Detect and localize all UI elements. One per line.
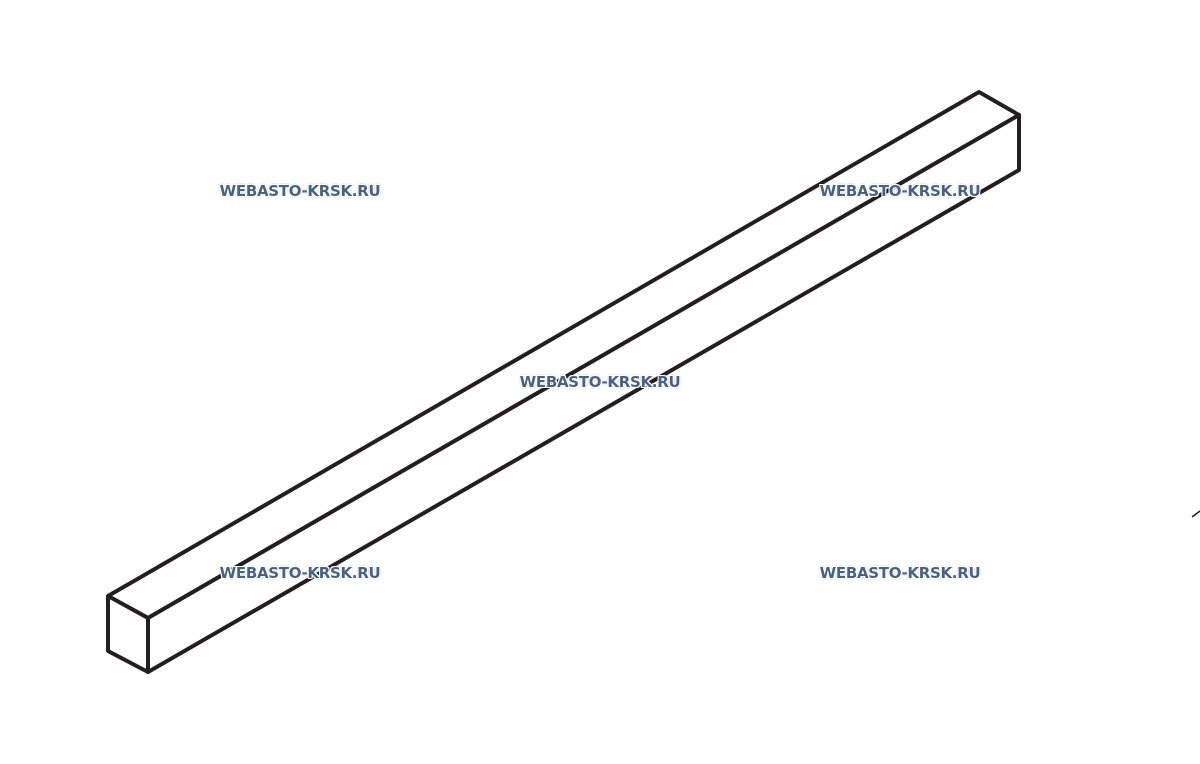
edge-fragment-mark [1191, 510, 1200, 518]
watermark-text: WEBASTO-KRSK.RU [819, 182, 981, 200]
watermark-text: WEBASTO-KRSK.RU [819, 564, 981, 582]
watermark-text: WEBASTO-KRSK.RU [519, 373, 681, 391]
watermark-text: WEBASTO-KRSK.RU [219, 182, 381, 200]
bar-top-face [106, 90, 1021, 620]
watermark-text: WEBASTO-KRSK.RU [219, 564, 381, 582]
bar-end-face [106, 594, 150, 674]
